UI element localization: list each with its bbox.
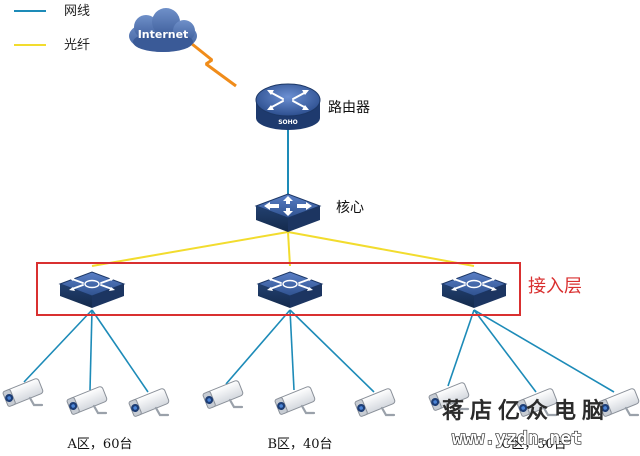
fiber-link-a [91, 231, 289, 267]
access-layer-box [36, 262, 521, 316]
cloud-icon [129, 8, 197, 52]
cable-c2 [473, 309, 537, 393]
cable-c3 [473, 309, 615, 393]
cable-a2 [89, 309, 93, 391]
cable-c1 [447, 309, 475, 387]
access-layer-label: 接入层 [528, 276, 582, 297]
legend-item-cable: 网线 [14, 4, 90, 19]
legend: 网线 光纤 [14, 4, 90, 53]
cable-a1 [23, 309, 93, 383]
cable-b1 [225, 309, 291, 385]
internet-cloud: Internet [129, 8, 197, 52]
watermark-text: 蒋店亿众电脑 [442, 398, 610, 424]
group-label-a: A区，60台 [67, 437, 133, 452]
legend-label-fiber: 光纤 [64, 38, 90, 53]
links [23, 42, 615, 393]
router-badge: SOHO [278, 119, 298, 126]
core-label: 核心 [336, 200, 364, 216]
camera-icon [353, 386, 397, 419]
camera-icon [201, 378, 245, 411]
fiber-link-b [287, 231, 291, 267]
camera-icon [65, 384, 109, 417]
internet-label: Internet [138, 28, 189, 41]
group-label-c: C区，50台 [501, 437, 567, 452]
wan-link-lightning [191, 42, 237, 88]
cameras-group-a [1, 376, 171, 419]
core-switch-icon [254, 193, 322, 232]
router-icon [255, 83, 321, 130]
camera-icon [1, 376, 45, 409]
camera-icon [273, 384, 317, 417]
watermark-url: www.yzdn.net [452, 428, 582, 449]
access-switch-c-icon [441, 271, 507, 309]
watermark: 蒋店亿众电脑 www.yzdn.net [442, 398, 610, 450]
cable-b3 [289, 309, 375, 393]
legend-item-fiber: 光纤 [14, 38, 90, 53]
access-switch-a-icon [59, 271, 125, 309]
cable-b2 [289, 309, 295, 391]
legend-label-cable: 网线 [64, 4, 90, 19]
router-node: SOHO 路由器 [255, 83, 370, 130]
cable-a3 [91, 309, 149, 393]
group-label-b: B区，40台 [267, 437, 332, 452]
access-switch-b-icon [257, 271, 323, 309]
camera-icon [127, 386, 171, 419]
core-switch-node: 核心 [254, 193, 364, 232]
fiber-link-c [287, 231, 475, 267]
router-label: 路由器 [328, 100, 370, 116]
